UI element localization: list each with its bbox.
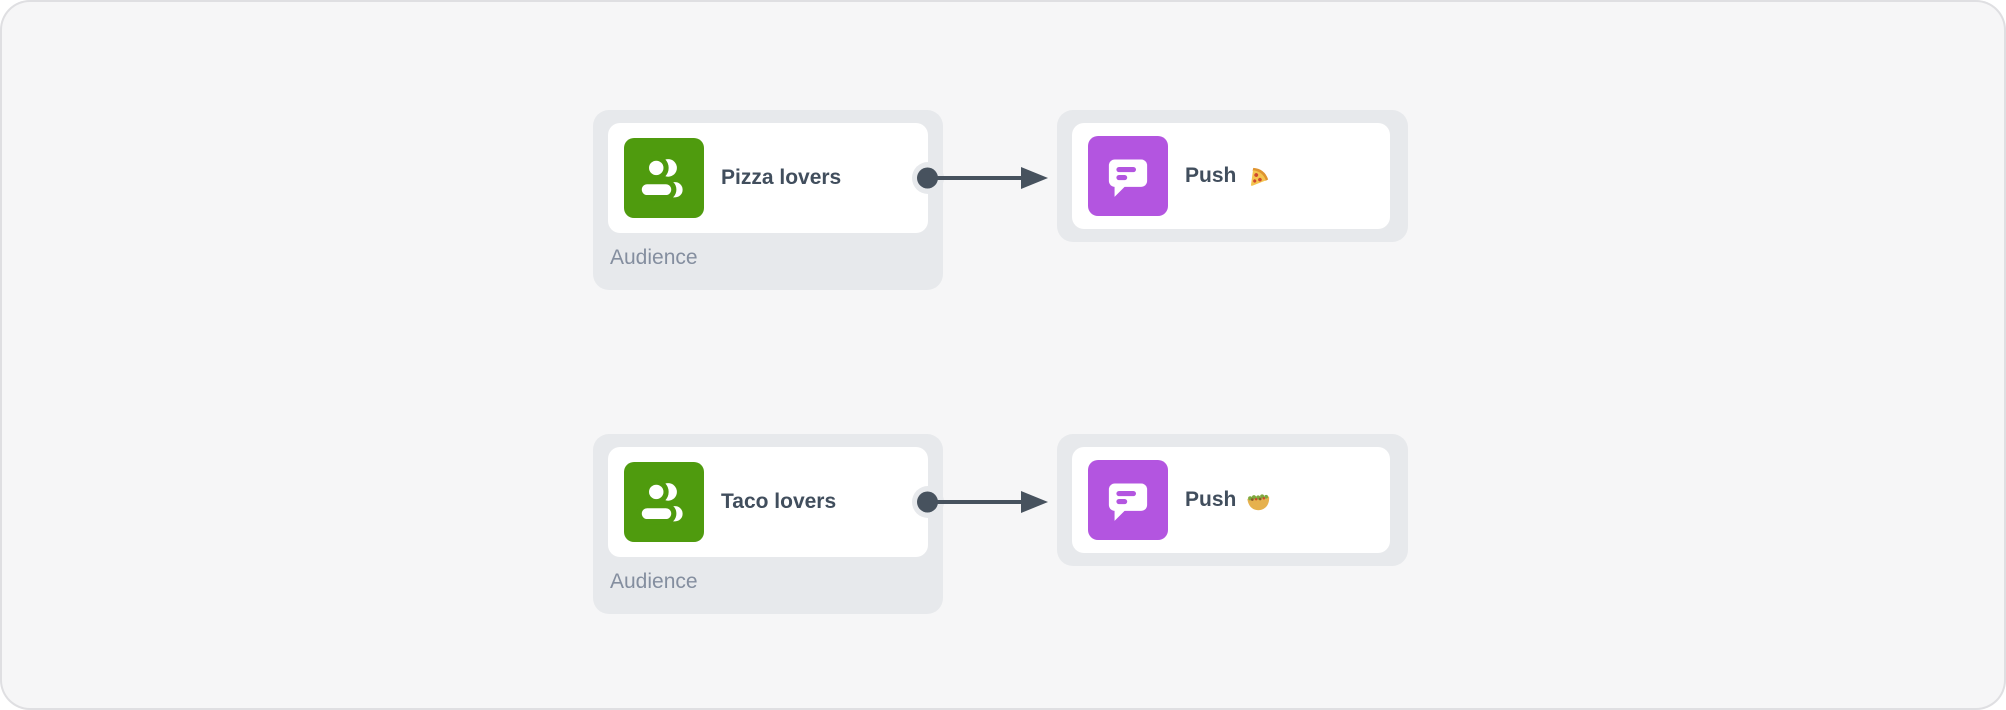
audience-node-taco[interactable]: Taco lovers Audience	[593, 434, 943, 614]
audience-node-pizza[interactable]: Pizza lovers Audience	[593, 110, 943, 290]
node-type-label: Audience	[610, 246, 698, 269]
flow-row-taco: Taco lovers Audience	[0, 434, 2006, 634]
pizza-emoji	[1251, 167, 1269, 186]
push-card[interactable]: Push	[1072, 447, 1390, 553]
flow-row-pizza: Pizza lovers Audience	[0, 110, 2006, 310]
push-card[interactable]: Push	[1072, 123, 1390, 229]
node-title: Taco lovers	[721, 490, 837, 513]
people-icon	[624, 462, 704, 542]
push-node-pizza[interactable]: Push	[1057, 110, 1408, 242]
people-icon	[624, 138, 704, 218]
chat-bubble-icon	[1088, 460, 1168, 540]
taco-emoji	[1247, 493, 1270, 510]
audience-card[interactable]: Pizza lovers	[608, 123, 928, 233]
node-title: Push	[1185, 487, 1272, 514]
audience-card[interactable]: Taco lovers	[608, 447, 928, 557]
node-type-label: Audience	[610, 570, 698, 593]
chat-bubble-icon	[1088, 136, 1168, 216]
edge-arrow[interactable]	[915, 162, 1052, 194]
node-title: Push	[1185, 163, 1272, 190]
node-title: Pizza lovers	[721, 166, 842, 189]
edge-arrow[interactable]	[915, 486, 1052, 518]
push-label: Push	[1185, 164, 1237, 187]
push-node-taco[interactable]: Push	[1057, 434, 1408, 566]
push-label: Push	[1185, 488, 1237, 511]
